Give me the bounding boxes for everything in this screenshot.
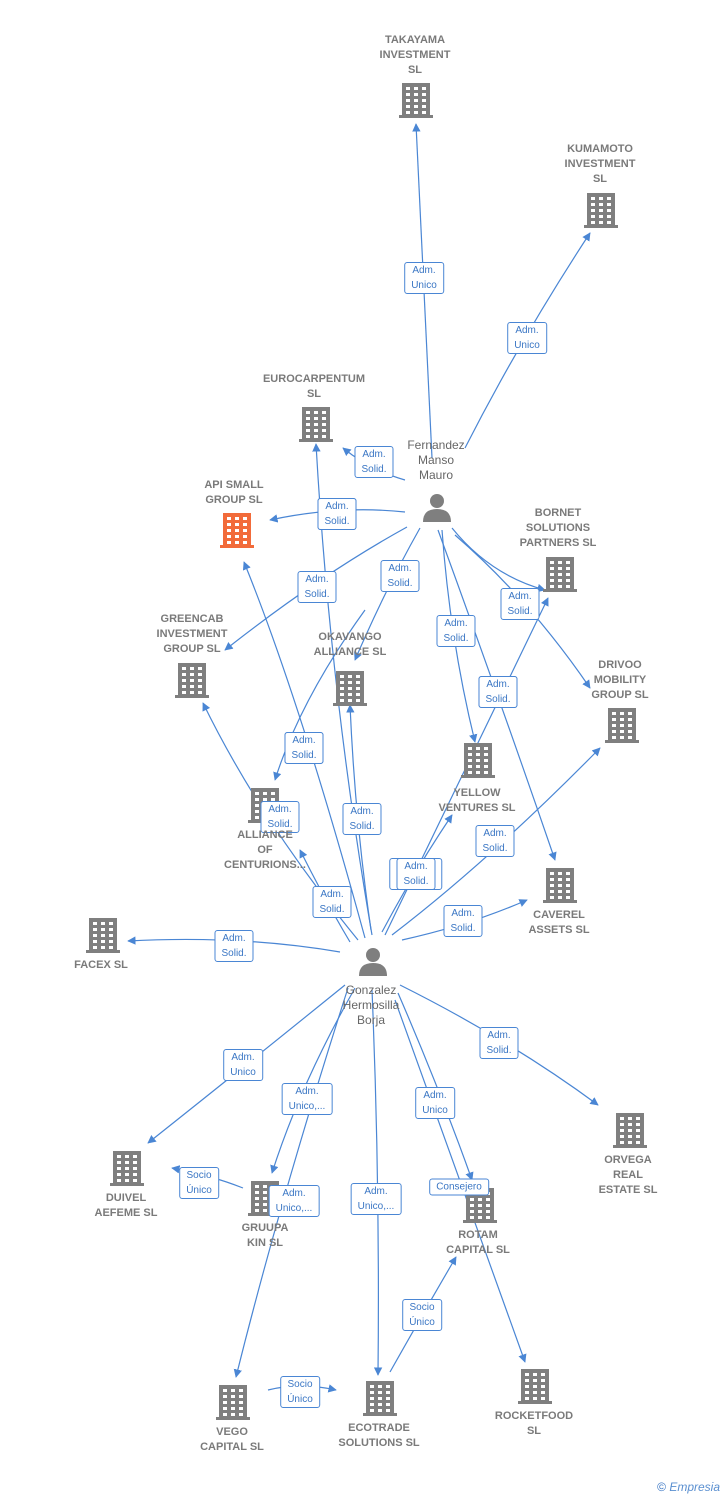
api-label[interactable]: API SMALL GROUP SL: [204, 479, 264, 506]
edge-label-gonzalez-rocketfood[interactable]: Consejero: [429, 1178, 489, 1196]
edge-fernandez-takayama: [412, 123, 433, 459]
api-building-icon[interactable]: [220, 513, 254, 548]
vego-label[interactable]: VEGO CAPITAL SL: [200, 1426, 264, 1453]
duivel-building-icon[interactable]: [110, 1151, 144, 1186]
eurocarpentum-building-icon[interactable]: [299, 407, 333, 442]
edge-label-gonzalez-alliance[interactable]: Adm. Solid.: [312, 886, 352, 918]
edge-label-gonzalez-caverel[interactable]: Adm. Solid.: [443, 905, 483, 937]
edge-label-gonzalez-gruupakin[interactable]: Adm. Unico,...: [281, 1083, 333, 1115]
yellow-building-icon[interactable]: [461, 743, 495, 778]
drivoo-building-icon[interactable]: [605, 708, 639, 743]
edge-label-fernandez-caverel[interactable]: Adm. Solid.: [478, 676, 518, 708]
edge-label-gonzalez-eurocarpentum[interactable]: Adm. Solid.: [317, 498, 357, 530]
copyright-mark: ©: [657, 1480, 666, 1494]
edge-label-gonzalez-orvega[interactable]: Adm. Solid.: [479, 1027, 519, 1059]
kumamoto-label[interactable]: KUMAMOTO INVESTMENT SL: [564, 143, 636, 185]
ecotrade-building-icon[interactable]: [363, 1381, 397, 1416]
bornet-building-icon[interactable]: [543, 557, 577, 592]
edge-label-fernandez-bornet[interactable]: Adm. Solid.: [500, 588, 540, 620]
brand-logo: © Empresia: [657, 1480, 720, 1494]
gruupakin-label[interactable]: GRUUPA KIN SL: [241, 1222, 289, 1249]
edge-label-fernandez-greencab[interactable]: Adm. Solid.: [297, 571, 337, 603]
edge-gonzalez-ecotrade: [371, 989, 383, 1376]
orvega-building-icon[interactable]: [613, 1113, 647, 1148]
alliance-label[interactable]: ALLIANCE OF CENTURIONS...: [224, 829, 306, 871]
vego-building-icon[interactable]: [216, 1385, 250, 1420]
edge-label-gonzalez-greencab[interactable]: Adm. Solid.: [260, 801, 300, 833]
rocketfood-label[interactable]: ROCKETFOOD SL: [494, 1410, 574, 1437]
edge-label-gonzalez-facex[interactable]: Adm. Solid.: [214, 930, 254, 962]
edge-label-gonzalez-drivoo[interactable]: Adm. Solid.: [475, 825, 515, 857]
facex-building-icon[interactable]: [86, 918, 120, 953]
edge-label-fernandez-takayama[interactable]: Adm. Unico: [404, 262, 444, 294]
edge-label-gonzalez-bornet[interactable]: Adm. Solid.: [396, 858, 436, 890]
takayama-building-icon[interactable]: [399, 83, 433, 118]
edge-label-gonzalez-api[interactable]: Adm. Solid.: [284, 732, 324, 764]
eurocarpentum-label[interactable]: EUROCARPENTUM SL: [262, 373, 366, 400]
fernandez-person-icon[interactable]: [423, 494, 451, 522]
orvega-label[interactable]: ORVEGA REAL ESTATE SL: [598, 1154, 658, 1196]
bornet-label[interactable]: BORNET SOLUTIONS PARTNERS SL: [519, 507, 597, 549]
yellow-label[interactable]: YELLOW VENTURES SL: [438, 787, 516, 814]
caverel-label[interactable]: CAVEREL ASSETS SL: [528, 909, 590, 936]
edge-label-vego-ecotrade[interactable]: Socio Único: [280, 1376, 320, 1408]
facex-label[interactable]: FACEX SL: [74, 959, 128, 971]
edge-label-gonzalez-vego[interactable]: Adm. Unico,...: [268, 1185, 320, 1217]
edge-label-gonzalez-okavango[interactable]: Adm. Solid.: [342, 803, 382, 835]
ecotrade-label[interactable]: ECOTRADE SOLUTIONS SL: [338, 1422, 420, 1449]
edge-gonzalez-gruupakin: [270, 987, 356, 1174]
edge-gonzalez-api: [242, 561, 366, 939]
greencab-label[interactable]: GREENCAB INVESTMENT GROUP SL: [156, 613, 228, 655]
icons-layer: [86, 83, 647, 1420]
edge-fernandez-bornet: [451, 527, 546, 593]
edge-label-fernandez-okavango[interactable]: Adm. Solid.: [380, 560, 420, 592]
gonzalez-person-icon[interactable]: [359, 948, 387, 976]
edge-label-gonzalez-duivel[interactable]: Adm. Unico: [223, 1049, 263, 1081]
edge-label-fernandez-kumamoto[interactable]: Adm. Unico: [507, 322, 547, 354]
fernandez-label[interactable]: Fernandez Manso Mauro: [407, 438, 465, 482]
edge-label-gruupakin-duivel[interactable]: Socio Único: [179, 1167, 219, 1199]
edge-label-fernandez-yellow[interactable]: Adm. Solid.: [436, 615, 476, 647]
caverel-building-icon[interactable]: [543, 868, 577, 903]
rotam-label[interactable]: ROTAM CAPITAL SL: [446, 1229, 510, 1256]
takayama-label[interactable]: TAKAYAMA INVESTMENT SL: [379, 34, 451, 76]
gonzalez-label[interactable]: Gonzalez Hermosilla Borja: [342, 983, 400, 1027]
rocketfood-building-icon[interactable]: [518, 1369, 552, 1404]
kumamoto-building-icon[interactable]: [584, 193, 618, 228]
brand-name: Empresia: [669, 1480, 720, 1494]
greencab-building-icon[interactable]: [175, 663, 209, 698]
edge-fernandez-alliance: [273, 609, 366, 781]
okavango-label[interactable]: OKAVANGO ALLIANCE SL: [313, 631, 387, 658]
edge-label-ecotrade-rotam[interactable]: Socio Único: [402, 1299, 442, 1331]
edge-label-gonzalez-rotam[interactable]: Adm. Unico: [415, 1087, 455, 1119]
okavango-building-icon[interactable]: [333, 671, 367, 706]
duivel-label[interactable]: DUIVEL AEFEME SL: [94, 1192, 158, 1219]
drivoo-label[interactable]: DRIVOO MOBILITY GROUP SL: [591, 659, 649, 701]
edge-label-fernandez-eurocarpentum[interactable]: Adm. Solid.: [354, 446, 394, 478]
edge-fernandez-okavango: [354, 527, 421, 661]
edge-label-gonzalez-ecotrade[interactable]: Adm. Unico,...: [350, 1183, 402, 1215]
